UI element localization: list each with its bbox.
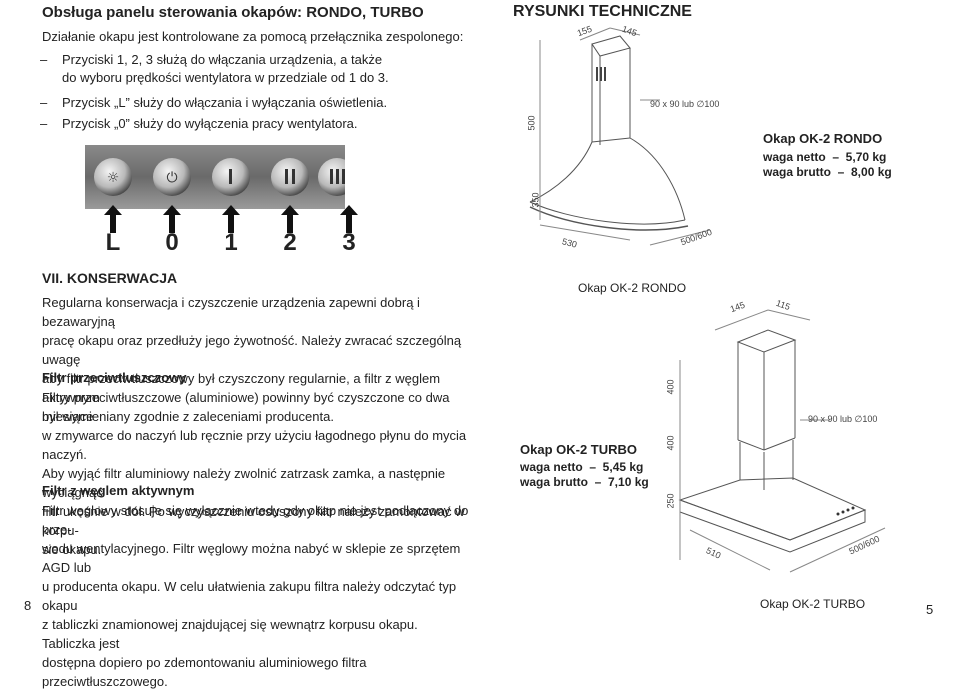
bullet-1-cont: do wyboru prędkości wentylatora w przedz… [62,70,389,85]
control-panel-image: ☼ ⏻ [85,145,356,209]
knob-1-icon [212,158,250,196]
bullet-1: Przyciski 1, 2, 3 służą do włączania urz… [40,50,382,69]
svg-text:⏻: ⏻ [166,170,177,186]
page-number-right: 5 [926,602,934,617]
turbo-caption: Okap OK-2 TURBO [760,597,866,611]
turbo-gross: waga brutto – 7,10 kg [520,475,649,489]
page-title: Obsługa panelu sterowania okapów: RONDO,… [42,4,424,21]
label-2: 2 [283,229,297,256]
label-0: 0 [165,229,179,256]
intro-text: Działanie okapu jest kontrolowane za pom… [42,29,464,44]
turbo-dim-h2: 400 [665,435,676,451]
filter1-title: Filtr przeciwtłuszczowy [42,370,187,385]
label-1: 1 [224,229,238,256]
rondo-dim-h1: 500 [526,115,537,131]
section-body: Regularna konserwacja i czyszczenie urzą… [42,295,462,424]
rondo-net: waga netto – 5,70 kg [763,150,887,164]
section-title: VII. KONSERWACJA [42,270,178,286]
filter2-body: Filtr węglowy stosuje się wyłącznie wted… [42,503,469,689]
rondo-drawing [529,27,711,246]
turbo-name: Okap OK-2 TURBO [520,442,638,457]
turbo-dim-h3: 250 [665,493,676,509]
knob-2-icon [271,158,309,196]
bullet-3: Przycisk „0” służy do wyłączenia pracy w… [40,114,357,133]
label-3: 3 [342,229,356,256]
filter2-title: Filtr z węglem aktywnym [42,483,195,498]
drawings-title: RYSUNKI TECHNICZNE [513,3,692,20]
label-l: L [105,229,121,256]
page-number-left: 8 [24,598,32,613]
knob-0-icon: ⏻ [153,158,191,196]
turbo-net: waga netto – 5,45 kg [520,460,644,474]
svg-text:☼: ☼ [107,170,120,186]
filter1-body: Filtry przeciwtłuszczowe (aluminiowe) po… [42,390,467,557]
bullet-2: Przycisk „L” służy do włączania i wyłącz… [40,93,387,112]
rondo-dim-duct: 90 x 90 lub ∅100 [650,99,720,109]
turbo-dim-h1: 400 [665,379,676,395]
turbo-dim-duct: 90 x 90 lub ∅100 [808,414,878,424]
rondo-name: Okap OK-2 RONDO [763,131,883,146]
rondo-gross: waga brutto – 8,00 kg [763,165,892,179]
rondo-dim-h2: 350 [530,192,541,208]
arrow-row [104,205,358,233]
rondo-caption: Okap OK-2 RONDO [578,281,687,295]
turbo-drawing [678,309,886,573]
knob-l-icon: ☼ [94,158,132,196]
